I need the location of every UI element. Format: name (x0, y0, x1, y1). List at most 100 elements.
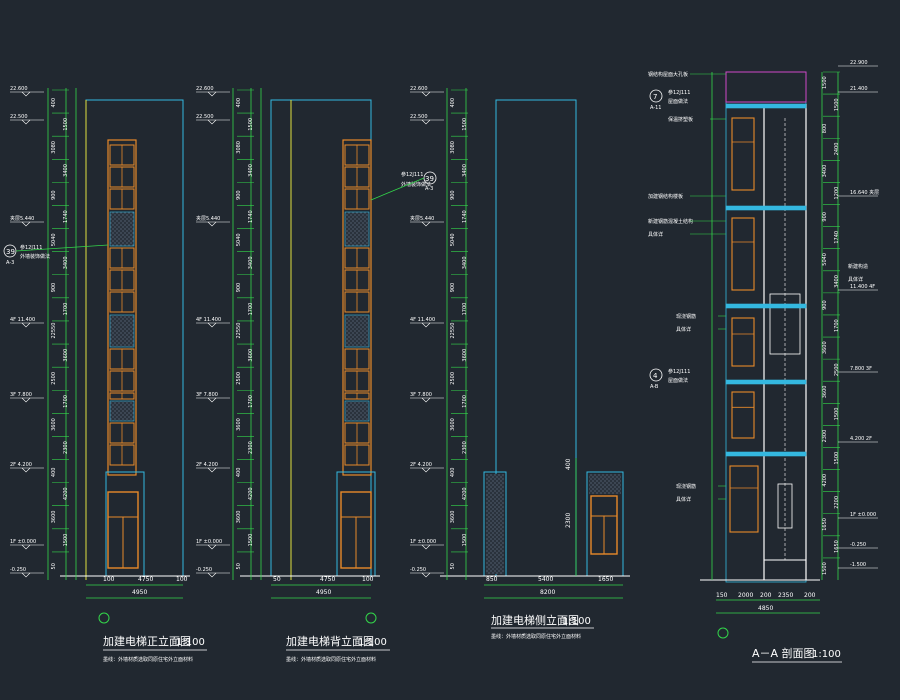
back-elev-marker-2 (207, 221, 217, 227)
front-tag-text: 参12J111 (20, 244, 42, 251)
section-elev-label-4: 7.800 3F (850, 366, 872, 372)
back-elev-marker-7 (207, 572, 217, 578)
back-elev-marker-1 (207, 119, 217, 125)
back-vdim-0: 400 (236, 98, 242, 108)
section-elev-label-8: -1.500 (850, 562, 866, 568)
side-right-hatch (589, 474, 621, 494)
section-vdim-9: 3400 (834, 275, 840, 288)
back-vdim-5: 1740 (248, 210, 254, 223)
front-vdim-11: 3600 (63, 349, 69, 362)
back-tag-num: 39 (425, 175, 434, 183)
back-vdim-7: 3400 (248, 256, 254, 269)
section-elev-label-2: 16.640 夹层 (850, 189, 879, 196)
front-elevation-view: 4001500308034009001740504034009001700225… (3, 86, 207, 663)
front-scale: 1:100 (176, 637, 205, 648)
side-vdim-17: 4200 (462, 487, 468, 500)
back-vdim-20: 50 (236, 563, 242, 569)
section-buffer (777, 483, 793, 529)
front-vdim-4: 900 (51, 190, 57, 200)
front-elev-label-5: 2F 4.200 (10, 462, 32, 468)
front-shaft (107, 139, 137, 476)
back-title: 加建电梯背立面图 (286, 634, 374, 648)
back-elev-label-7: -0.250 (196, 567, 212, 573)
front-tag-ref: A-3 (6, 260, 14, 266)
front-vdim-6: 5040 (51, 233, 57, 246)
section-window-2 (731, 317, 755, 367)
section-slab-4 (725, 451, 807, 457)
side-elev-marker-1 (421, 119, 431, 125)
side-elev-marker-6 (421, 544, 431, 550)
section-tag1-text: 参12J111 (668, 89, 690, 96)
side-elev-marker-7 (421, 572, 431, 578)
side-title: 加建电梯侧立面图 (491, 613, 579, 627)
section-callout-8: 具体详 (676, 326, 691, 333)
front-vdim-17: 4200 (63, 487, 69, 500)
section-windows (729, 117, 759, 533)
section-tag1-sub: 屋面做法 (668, 98, 688, 105)
side-vdim-18: 3600 (450, 511, 456, 524)
section-vdim-12: 3600 (822, 341, 828, 354)
back-vdim-19: 1500 (248, 534, 254, 547)
section-dim-b5: 200 (804, 592, 816, 599)
section-vdim-17: 1500 (834, 452, 840, 465)
side-vdim-10: 22550 (450, 323, 456, 339)
front-elev-marker-0 (21, 91, 31, 97)
front-vdim-13: 1700 (63, 395, 69, 408)
section-tag1-num: 7 (653, 93, 657, 101)
side-dim-s1: 400 (565, 458, 572, 470)
section-vdim-0: 1500 (822, 76, 828, 89)
side-vdim-20: 50 (450, 563, 456, 569)
section-scale: 1:100 (812, 649, 841, 660)
section-vdim-18: 4200 (822, 474, 828, 487)
back-elev-marker-4 (207, 397, 217, 403)
front-elev-label-6: 1F ±0.000 (10, 539, 36, 545)
front-dim-b3: 100 (176, 576, 188, 583)
back-hatch-panel-11 (344, 400, 370, 422)
section-slab-0 (725, 103, 807, 109)
side-elev-label-6: 1F ±0.000 (410, 539, 436, 545)
section-slab-3 (725, 379, 807, 385)
front-elev-marker-1 (21, 119, 31, 125)
side-dim-s2: 2300 (565, 513, 572, 528)
section-vdim-8: 5040 (822, 253, 828, 266)
front-hatch-panel-11 (109, 400, 135, 422)
front-vdim-3: 3400 (63, 164, 69, 177)
front-tag-sub: 外墙装饰做法 (20, 253, 50, 260)
back-dim-b2: 4750 (320, 576, 335, 583)
side-vdim-14: 3600 (450, 418, 456, 431)
section-tag2-sub: 屋面做法 (668, 377, 688, 384)
section-window-4 (729, 465, 759, 533)
section-vdim-16: 2300 (822, 430, 828, 443)
front-vdim-10: 22550 (51, 323, 57, 339)
side-vdim-2: 3080 (450, 141, 456, 154)
back-elev-marker-6 (207, 544, 217, 550)
section-title: A－A 剖面图 (752, 646, 815, 660)
back-shaft (342, 139, 372, 476)
section-vdim-6: 900 (822, 212, 828, 222)
back-elevation-view: 4001500308034009001740504034009001700225… (196, 86, 437, 663)
section-callout-1: 保温挤塑板 (668, 116, 693, 123)
section-tag2-num: 4 (653, 372, 658, 380)
side-dim-b2: 5400 (538, 576, 553, 583)
front-elev-marker-7 (21, 572, 31, 578)
side-elevation-view: 4001500308034009001740504034009001700225… (410, 86, 630, 640)
back-window-stack (344, 144, 370, 466)
section-vdim-2: 800 (822, 124, 828, 134)
section-callout-10: 具体详 (676, 496, 691, 503)
side-vertical-dims: 4001500308034009001740504034009001700225… (450, 89, 468, 569)
front-elev-label-3: 4F 11.400 (10, 317, 35, 323)
front-vdim-8: 900 (51, 283, 57, 293)
side-elev-label-0: 22.600 (410, 86, 428, 92)
section-callout-3: 新建钢筋混凝土结构 (648, 218, 693, 225)
section-window-3 (731, 391, 755, 439)
front-vdim-12: 2500 (51, 372, 57, 385)
section-window-0 (731, 117, 755, 191)
section-dim-total: 4850 (758, 605, 773, 612)
back-elev-label-2: 夹层5.440 (196, 215, 220, 222)
back-vdim-8: 900 (236, 283, 242, 293)
front-vdim-19: 1500 (63, 534, 69, 547)
section-callout-6: 具体详 (848, 276, 863, 283)
